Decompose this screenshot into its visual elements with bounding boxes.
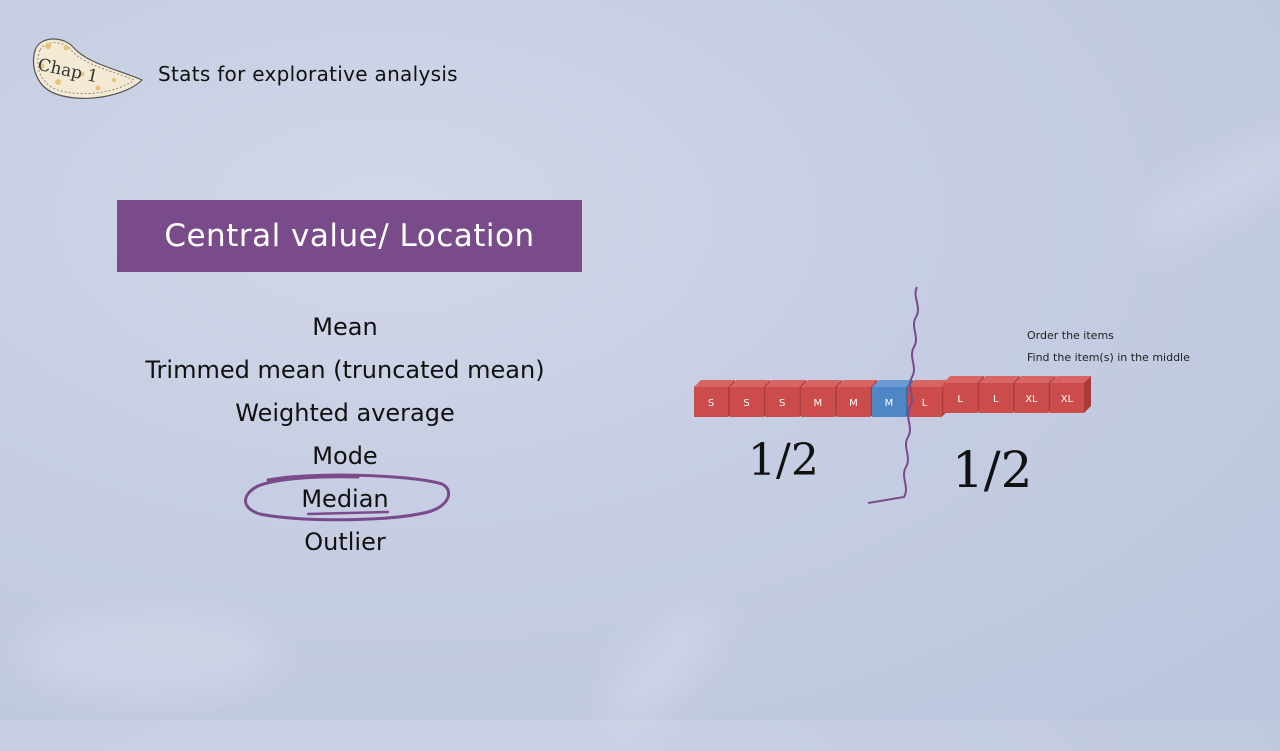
block: XL [1014, 376, 1056, 413]
block: L [907, 380, 949, 417]
concept-item-median: Median [301, 485, 389, 513]
concept-item: Weighted average [235, 399, 455, 427]
block: XL [1050, 376, 1091, 413]
split-line [867, 286, 919, 504]
block: S [765, 380, 807, 417]
block-label: S [779, 398, 785, 409]
block-label: L [922, 398, 928, 409]
instruction-middle: Find the item(s) in the middle [1027, 351, 1190, 364]
concept-item: Mode [312, 442, 378, 470]
concept-item: Trimmed mean (truncated mean) [145, 356, 545, 384]
block-label: S [708, 398, 714, 409]
section-banner: Central value/ Location [117, 200, 582, 272]
block: L [943, 376, 985, 413]
chapter-badge [32, 38, 144, 100]
concept-item: Mean [312, 313, 378, 341]
instruction-order: Order the items [1027, 329, 1114, 342]
block-label: L [957, 394, 963, 405]
block-label: XL [1061, 394, 1074, 405]
block-label: S [743, 398, 749, 409]
right-half-label: 1/2 [952, 441, 1032, 499]
concept-item: Outlier [304, 528, 386, 556]
block-row: S S S M M M L L L XL XL [694, 376, 1091, 417]
block-label: M [885, 398, 894, 409]
header-title: Stats for explorative analysis [158, 62, 458, 86]
concept-list: Mean Trimmed mean (truncated mean) Weigh… [117, 306, 573, 564]
block-label: M [813, 398, 822, 409]
block-label: XL [1025, 394, 1038, 405]
block-label: L [993, 394, 999, 405]
block: M [800, 380, 842, 417]
block-label: M [849, 398, 858, 409]
block: L [978, 376, 1020, 413]
median-highlight-circle [244, 473, 451, 522]
block: S [694, 380, 735, 417]
section-title: Central value/ Location [164, 218, 535, 254]
block-median: M [872, 380, 913, 417]
block: S [729, 380, 771, 417]
block: M [836, 380, 878, 417]
median-diagram: S S S M M M L L L XL XL 1/2 1/2 [694, 286, 1091, 504]
left-half-label: 1/2 [748, 435, 819, 486]
